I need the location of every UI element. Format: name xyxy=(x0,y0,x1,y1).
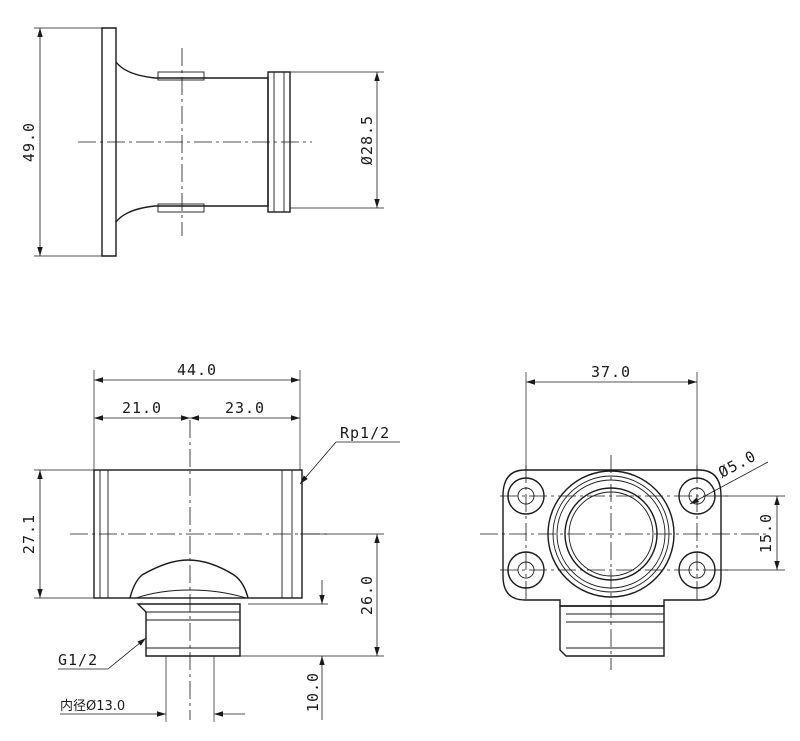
dim-label-49: 49.0 xyxy=(20,122,38,162)
dim-label-23: 23.0 xyxy=(225,399,265,417)
dim-label-hole-dia: Ø5.0 xyxy=(715,447,759,482)
side-boss-bottom xyxy=(157,203,205,213)
leader-g xyxy=(107,637,147,670)
end-view: 37.0 15.0 Ø5.0 xyxy=(480,363,785,670)
dim-label-21: 21.0 xyxy=(122,399,162,417)
side-view: 49.0 Ø28.5 xyxy=(20,27,384,257)
end-thread xyxy=(559,605,665,657)
dim-label-26: 26.0 xyxy=(358,575,376,615)
dim-label-10: 10.0 xyxy=(304,672,322,712)
dim-label-inner-13: 内径Ø13.0 xyxy=(60,698,125,714)
side-boss-top xyxy=(157,71,205,81)
front-dome xyxy=(129,559,249,599)
dim-label-44: 44.0 xyxy=(177,361,217,379)
dim-label-15: 15.0 xyxy=(757,513,775,553)
dim-label-27-1: 27.1 xyxy=(20,514,38,554)
thread-label-g: G1/2 xyxy=(58,651,98,669)
front-thread xyxy=(136,603,241,657)
front-view: 44.0 21.0 23.0 27.1 26.0 10.0 内径Ø13.0 Rp… xyxy=(20,361,400,722)
side-flange xyxy=(101,27,117,257)
leader-hole-dia xyxy=(689,461,769,505)
thread-label-rp: Rp1/2 xyxy=(340,424,390,442)
dim-label-28-5: Ø28.5 xyxy=(358,115,376,165)
dim-label-37: 37.0 xyxy=(591,363,631,381)
leader-rp xyxy=(299,441,337,485)
